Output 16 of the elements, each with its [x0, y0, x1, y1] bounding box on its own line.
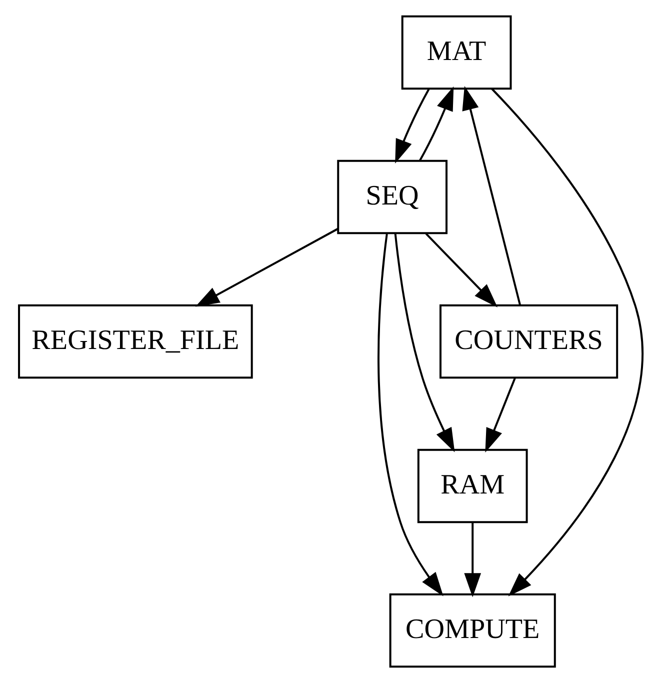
arrow: [464, 522, 482, 598]
arrow: [462, 86, 522, 306]
arrow: [195, 228, 338, 307]
arrow: [418, 86, 454, 162]
arrow: [485, 378, 516, 452]
arrow: [394, 233, 455, 452]
node-box: COUNTERS: [439, 304, 618, 379]
node-box: REGISTER_FILE: [18, 304, 253, 379]
arrow: [395, 88, 430, 164]
node-box: COMPUTE: [389, 593, 556, 668]
arrow: [491, 88, 644, 596]
node-box: RAM: [417, 448, 528, 524]
node-box: SEQ: [337, 160, 448, 234]
node-box: MAT: [401, 15, 512, 90]
arrow: [378, 234, 444, 596]
arrow: [425, 233, 498, 308]
